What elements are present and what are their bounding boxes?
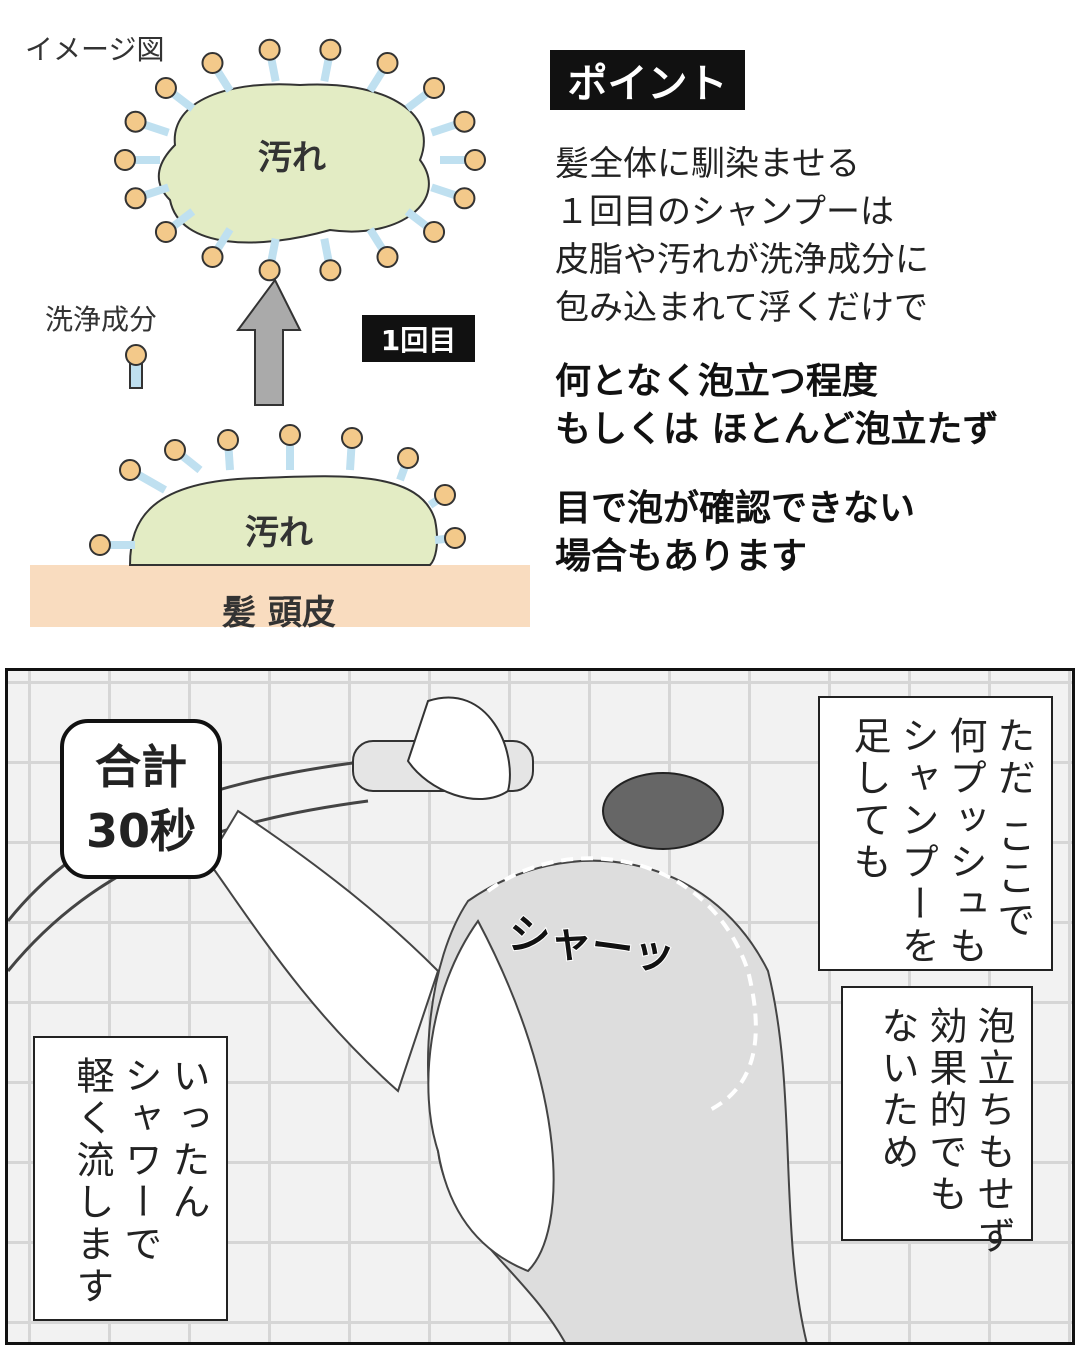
point-badge: ポイント	[550, 50, 745, 110]
dirt-diagram: イメージ図 汚れ 汚れ 洗浄成分 1回目 髪 頭皮	[0, 0, 540, 650]
round-badge: 1回目	[362, 315, 475, 362]
surfactant-head	[444, 527, 466, 549]
dirt-label-bottom: 汚れ	[245, 513, 313, 553]
surfactant-head	[397, 447, 419, 469]
total-time-badge: 合計 30秒	[60, 719, 222, 879]
surfactant-head	[319, 38, 342, 61]
surfactant-head	[423, 77, 446, 100]
surfactant-head	[453, 110, 476, 133]
surfactant-head	[319, 259, 342, 282]
arm	[206, 809, 440, 1093]
surfactant-head	[341, 427, 363, 449]
speech-bubble-right: ただ ここで 何プッシュも シャンプーを 足しても	[818, 696, 1053, 971]
diagram-title: イメージ図	[25, 33, 165, 66]
surfactant-head	[217, 429, 239, 451]
surfactant-head	[453, 187, 476, 210]
surfactant-head	[258, 259, 281, 282]
total-label: 合計	[95, 740, 187, 794]
scalp-band	[30, 565, 530, 627]
manga-panel: 合計 30秒 シャーッ ただ ここで 何プッシュも シャンプーを 足しても 泡立…	[5, 668, 1075, 1345]
shower-head	[602, 772, 724, 850]
surfactant-head	[423, 220, 446, 243]
surfactant-head	[434, 484, 456, 506]
surfactant-head	[154, 77, 177, 100]
speech-bubble-middle: 泡立ちもせず 効果的でも ないため	[841, 986, 1033, 1258]
up-arrow-icon	[236, 278, 302, 406]
point-bold-2: 目で泡が確認できない 場合もあります	[555, 488, 916, 577]
scalp-label: 髪 頭皮	[222, 593, 336, 633]
surfactant-head	[124, 187, 147, 210]
shower-woman-illustration	[8, 696, 808, 1342]
hand	[406, 696, 511, 800]
point-bold-1: 何となく泡立つ程度 もしくは ほとんど泡立たず	[555, 361, 999, 450]
dirt-label-top: 汚れ	[258, 138, 326, 178]
surfactant-head	[154, 220, 177, 243]
surfactant-icon	[125, 344, 147, 389]
surfactant-label: 洗浄成分	[45, 303, 158, 336]
speech-bubble-left: いったん シャワーで 軽く流します	[33, 1036, 228, 1321]
surfactant-head	[201, 52, 224, 75]
surfactant-head	[258, 38, 281, 61]
surfactant-head	[464, 149, 486, 171]
dirt-blob-top	[157, 83, 430, 244]
surfactant-head	[124, 110, 147, 133]
surfactant-head	[119, 459, 141, 481]
face	[427, 919, 555, 1273]
point-body: 髪全体に馴染ませる １回目のシャンプーは 皮脂や汚れが洗浄成分に 包み込まれて浮…	[555, 144, 929, 328]
surfactant-head	[114, 149, 136, 171]
surfactant-head	[89, 534, 111, 556]
surfactant-head	[279, 424, 301, 446]
surfactant-head	[164, 439, 186, 461]
surfactant-head	[376, 245, 399, 268]
total-seconds: 30秒	[85, 804, 196, 858]
surfactant-head	[376, 52, 399, 75]
dirt-illustration	[30, 38, 530, 627]
surfactant-head	[201, 245, 224, 268]
